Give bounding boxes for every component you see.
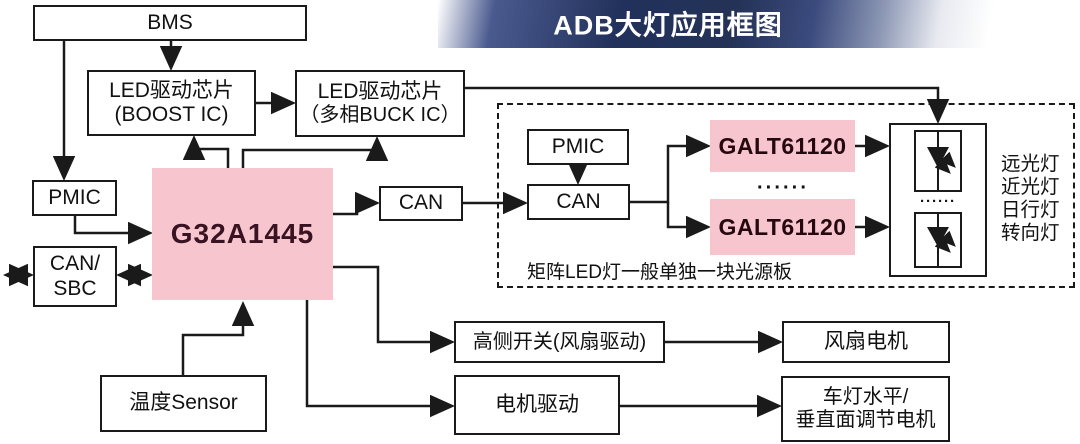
node-bms: BMS — [33, 5, 307, 41]
node-temp-sensor-label: 温度Sensor — [129, 391, 238, 415]
node-led-driver-buck-line2: （多相BUCK IC） — [299, 104, 461, 127]
node-led-driver-boost: LED驱动芯片 (BOOST IC) — [87, 70, 256, 136]
node-mcu-g32a1445: G32A1445 — [152, 168, 333, 300]
diagram-title: ADB大灯应用框图 — [553, 10, 783, 41]
node-pmic-inner: PMIC — [527, 129, 629, 165]
node-can-inner-label: CAN — [556, 189, 601, 213]
node-can-sbc-line1: CAN/ — [49, 252, 101, 276]
node-high-side-switch: 高侧开关(风扇驱动) — [454, 321, 665, 363]
node-motor-drive: 电机驱动 — [454, 375, 620, 435]
node-headlamp-adjust-line1: 车灯水平/ — [822, 386, 909, 408]
lamp-label-drl: 日行灯 — [1001, 199, 1060, 221]
node-galt61120-top: GALT61120 — [710, 120, 855, 172]
node-headlamp-adjust-motor: 车灯水平/ 垂直面调节电机 — [781, 376, 950, 442]
node-can-mid-label: CAN — [398, 191, 444, 215]
node-led-driver-boost-line1: LED驱动芯片 — [109, 78, 234, 102]
title-banner: ADB大灯应用框图 — [438, 0, 1004, 48]
lamp-label-high-beam: 远光灯 — [1001, 153, 1060, 175]
matrix-led-note: 矩阵LED灯一般单独一块光源板 — [527, 262, 792, 283]
node-mcu-label: G32A1445 — [170, 217, 315, 249]
lamp-function-labels: 远光灯 近光灯 日行灯 转向灯 — [1001, 153, 1060, 245]
node-led-driver-buck: LED驱动芯片 （多相BUCK IC） — [295, 70, 465, 137]
led-diode-icon — [927, 132, 956, 190]
node-can-sbc: CAN/ SBC — [33, 246, 117, 307]
led-ellipsis: ······ — [920, 193, 956, 210]
led-cell-bottom — [914, 212, 962, 268]
node-galt61120-bottom: GALT61120 — [710, 199, 855, 255]
node-fan-motor-label: 风扇电机 — [824, 329, 908, 353]
node-pmic-left-label: PMIC — [48, 185, 101, 209]
node-can-mid: CAN — [379, 186, 463, 221]
node-pmic-left: PMIC — [32, 180, 117, 216]
node-can-sbc-line2: SBC — [53, 276, 97, 300]
node-headlamp-adjust-line2: 垂直面调节电机 — [795, 409, 936, 431]
node-galt61120-bottom-label: GALT61120 — [718, 213, 847, 240]
node-led-driver-boost-line2: (BOOST IC) — [114, 103, 229, 126]
led-cell-top — [914, 130, 962, 192]
led-diode-icon — [927, 214, 956, 266]
node-high-side-switch-label: 高侧开关(风扇驱动) — [472, 330, 647, 353]
node-bms-label: BMS — [147, 10, 193, 34]
galt-ellipsis: ······ — [757, 177, 809, 199]
node-led-driver-buck-line1: LED驱动芯片 — [317, 79, 443, 103]
lamp-label-low-beam: 近光灯 — [1001, 176, 1060, 198]
lamp-label-turn-signal: 转向灯 — [1001, 222, 1060, 244]
node-pmic-inner-label: PMIC — [551, 134, 605, 158]
node-temp-sensor: 温度Sensor — [100, 375, 267, 432]
node-motor-drive-label: 电机驱动 — [495, 392, 579, 416]
node-galt61120-top-label: GALT61120 — [718, 132, 847, 159]
node-can-inner: CAN — [527, 184, 630, 220]
node-fan-motor: 风扇电机 — [782, 321, 950, 363]
